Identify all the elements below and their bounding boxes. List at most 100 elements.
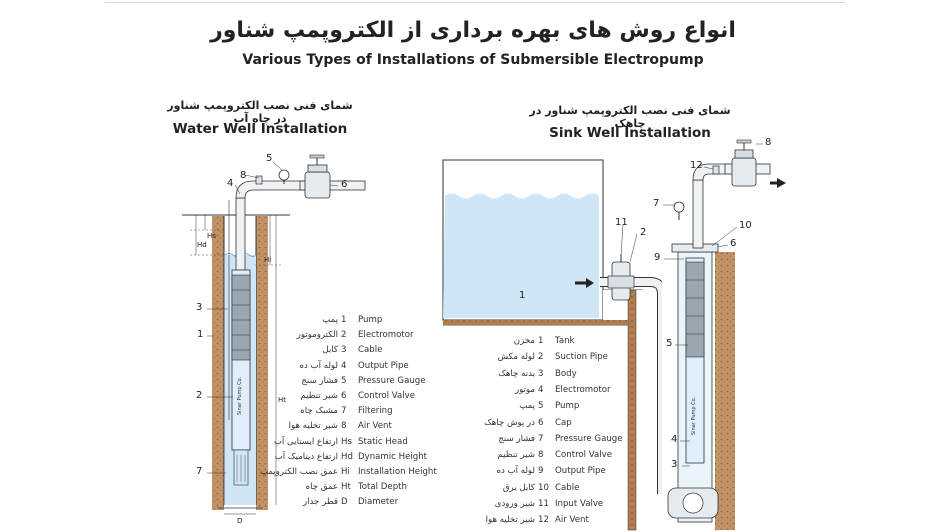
legend-fa: پمپ bbox=[519, 401, 535, 412]
left-callout-4: 4 bbox=[227, 178, 234, 189]
legend-en: Control Valve bbox=[358, 391, 416, 401]
legend-fa: لوله آب ده bbox=[299, 360, 338, 371]
legend-num: 6 bbox=[341, 391, 347, 401]
legend-en: Air Vent bbox=[555, 515, 589, 526]
legend-en: Output Pipe bbox=[358, 360, 409, 371]
legend-en: Output Pipe bbox=[555, 466, 606, 477]
dim-hi: Hi bbox=[264, 256, 272, 264]
right-callout-12: 12 bbox=[690, 160, 703, 171]
dim-hs: Hs bbox=[207, 232, 216, 240]
legend-fa: شیر تخلیه هوا bbox=[288, 421, 338, 432]
legend-num: 3 bbox=[341, 345, 347, 356]
right-callout-10: 10 bbox=[739, 220, 752, 231]
dim-ht: Ht bbox=[278, 396, 287, 404]
legend-fa: عمق چاه bbox=[305, 482, 338, 493]
legend-num: 8 bbox=[538, 450, 544, 461]
legend-en: Diameter bbox=[358, 497, 399, 508]
tank-water bbox=[443, 193, 599, 318]
page-title-en: Various Types of Installations of Submer… bbox=[242, 52, 704, 68]
legend-en: Cap bbox=[555, 417, 572, 428]
legend-en: Air Vent bbox=[358, 421, 392, 432]
legend-en: Installation Height bbox=[358, 467, 437, 477]
legend-en: Dynamic Height bbox=[358, 451, 428, 462]
legend-fa: ارتفاع ایستایی آب bbox=[273, 436, 338, 447]
right-callout-6: 6 bbox=[730, 238, 737, 249]
legend-num: Hd bbox=[341, 451, 353, 462]
legend-en: Pressure Gauge bbox=[358, 375, 426, 386]
legend-fa: فشار سنج bbox=[498, 433, 535, 444]
legend-num: 11 bbox=[538, 499, 549, 509]
right-callout-11: 11 bbox=[615, 217, 628, 228]
legend-num: Ht bbox=[341, 482, 351, 493]
sink-pressure-gauge bbox=[673, 201, 685, 213]
legend-fa: کابل برق bbox=[502, 482, 535, 493]
left-callout-3: 3 bbox=[196, 302, 203, 313]
legend-fa: لوله مکش bbox=[497, 352, 535, 363]
output-pipe bbox=[235, 197, 246, 271]
left-callout-5: 5 bbox=[266, 153, 273, 164]
legend-en: Pump bbox=[555, 401, 580, 412]
right-callout-1: 1 bbox=[519, 290, 526, 301]
page-title-fa: انواع روش های بهره برداری از الکتروپمپ ش… bbox=[210, 18, 736, 43]
legend-fa: لوله آب ده bbox=[496, 466, 535, 477]
legend-en: Pump bbox=[358, 315, 383, 325]
legend-fa: شیر تنظیم bbox=[300, 391, 338, 401]
legend-num: 7 bbox=[538, 433, 544, 444]
legend-num: 3 bbox=[538, 368, 544, 379]
legend-fa: شیر ورودی bbox=[494, 499, 535, 509]
legend-num: 2 bbox=[538, 352, 544, 363]
legend-en: Input Valve bbox=[555, 499, 604, 509]
left-callout-1: 1 bbox=[197, 329, 204, 340]
right-callout-8: 8 bbox=[765, 137, 772, 148]
legend-num: D bbox=[341, 497, 348, 508]
legend-num: 5 bbox=[341, 375, 347, 386]
legend-en: Cable bbox=[555, 482, 580, 493]
right-callout-3: 3 bbox=[671, 459, 678, 470]
legend-num: Hs bbox=[341, 436, 352, 447]
legend-fa: قطر جدار bbox=[303, 497, 338, 508]
legend-en: Filtering bbox=[358, 406, 393, 417]
legend-fa: عمق نصب الکتروپمپ bbox=[259, 467, 338, 477]
dim-d: D bbox=[237, 517, 243, 525]
legend-num: 1 bbox=[341, 315, 347, 325]
legend-fa: کابل bbox=[322, 345, 338, 356]
legend-fa: موتور bbox=[514, 384, 535, 395]
legend-num: 8 bbox=[341, 421, 347, 432]
soil-left-wall bbox=[212, 216, 224, 510]
legend-num: 12 bbox=[538, 515, 549, 526]
legend-en: Suction Pipe bbox=[555, 352, 608, 363]
legend-fa: مخزن bbox=[513, 336, 535, 346]
legend-num: 2 bbox=[341, 330, 347, 341]
legend-en: Cable bbox=[358, 345, 383, 356]
right-callout-4: 4 bbox=[671, 434, 678, 445]
legend-num: Hi bbox=[341, 467, 350, 477]
left-callout-7: 7 bbox=[196, 466, 203, 477]
right-soil bbox=[715, 252, 735, 530]
sink-air-vent bbox=[712, 165, 720, 175]
top-divider bbox=[105, 2, 845, 3]
legend-fa: فشار سنج bbox=[301, 375, 338, 386]
control-valve bbox=[304, 171, 331, 199]
dim-hd: Hd bbox=[197, 241, 207, 249]
legend-num: 6 bbox=[538, 417, 544, 428]
legend-en: Pressure Gauge bbox=[555, 433, 623, 444]
legend-fa: شیر تخلیه هوا bbox=[485, 515, 535, 526]
legend-num: 4 bbox=[341, 360, 347, 371]
legend-en: Body bbox=[555, 368, 577, 379]
left-callout-6: 6 bbox=[341, 179, 348, 190]
legend-num: 5 bbox=[538, 401, 544, 412]
right-callout-2: 2 bbox=[640, 227, 647, 238]
legend-num: 9 bbox=[538, 466, 544, 477]
left-callout-2: 2 bbox=[196, 390, 203, 401]
left-pump-brand: Sinar Pump Co. bbox=[237, 376, 243, 415]
legend-num: 7 bbox=[341, 406, 347, 417]
legend-en: Control Valve bbox=[555, 450, 613, 461]
right-subtitle-fa: شمای فنی نصب الکتروپمپ شناور در چاهک bbox=[529, 104, 731, 130]
legend-num: 10 bbox=[538, 482, 549, 493]
legend-en: Electromotor bbox=[358, 330, 414, 341]
right-callout-9: 9 bbox=[654, 252, 661, 263]
right-pump-brand: Sinar Pump Co. bbox=[691, 396, 697, 435]
